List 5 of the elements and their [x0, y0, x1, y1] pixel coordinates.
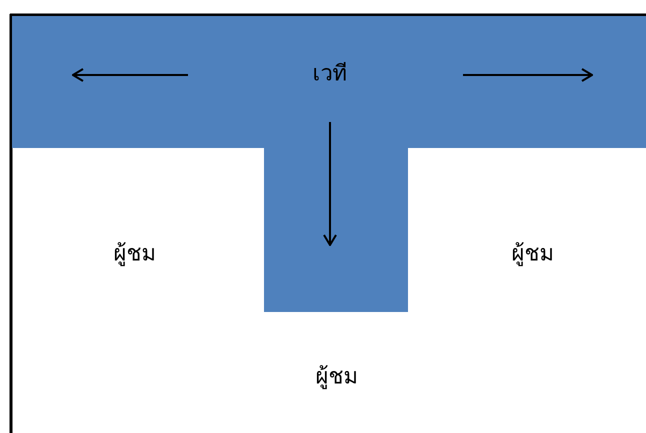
audience-label: ผู้ชม — [316, 364, 358, 392]
audience-label: ผู้ชม — [512, 240, 554, 269]
stage-label: เวที — [312, 60, 348, 89]
audience-label: ผู้ชม — [114, 240, 156, 269]
stage-area — [12, 16, 646, 312]
